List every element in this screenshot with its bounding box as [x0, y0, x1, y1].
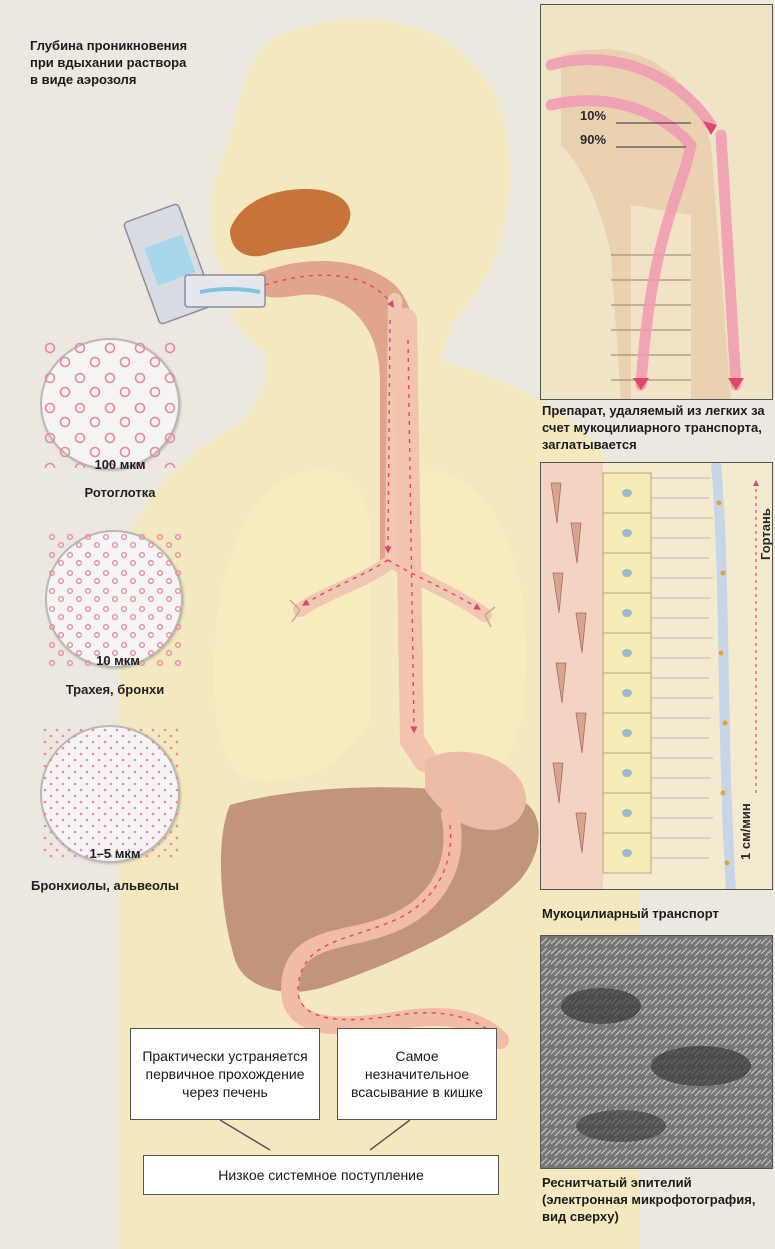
particle-dots-large: [42, 340, 178, 468]
gut-box: Самое незначительное всасывание в кишке: [337, 1028, 497, 1120]
particle-size-10: 10 мкм: [88, 653, 148, 668]
airway-caption: Препарат, удаляемый из легких за счет му…: [542, 402, 774, 453]
airway-panel: [540, 4, 773, 400]
airway-panel-art: [541, 5, 773, 400]
systemic-box: Низкое системное поступление: [143, 1155, 499, 1195]
airway-lower-pct: 90%: [580, 132, 606, 148]
particle-dots-small: [42, 727, 178, 861]
aerosol-caption: Глубина проникновения при вдыхании раств…: [30, 37, 190, 88]
particle-dots-medium: [47, 532, 181, 666]
particle-size-1-5: 1–5 мкм: [80, 846, 150, 861]
zone-label-trachea: Трахея, бронхи: [35, 682, 195, 697]
mucociliary-speed-label: 1 см/мин: [738, 770, 754, 860]
mucociliary-title: Мукоцилиарный транспорт: [542, 905, 774, 922]
zone-label-oropharynx: Ротоглотка: [40, 485, 200, 500]
particle-circle-100: [40, 338, 180, 470]
particle-size-100: 100 мкм: [90, 457, 150, 472]
particle-circle-10: [45, 530, 183, 668]
mucociliary-direction-label: Гортань: [758, 480, 774, 560]
micrograph-caption: Реснитчатый эпителий (электронная микроф…: [542, 1174, 774, 1225]
zone-label-alveoli: Бронхиолы, альвеолы: [20, 878, 190, 893]
micrograph-panel: [540, 935, 773, 1169]
particle-circle-1-5: [40, 725, 180, 863]
airway-upper-pct: 10%: [580, 108, 606, 124]
liver-box: Практически устраняется первичное прохож…: [130, 1028, 320, 1120]
micrograph-texture: [541, 936, 773, 1169]
